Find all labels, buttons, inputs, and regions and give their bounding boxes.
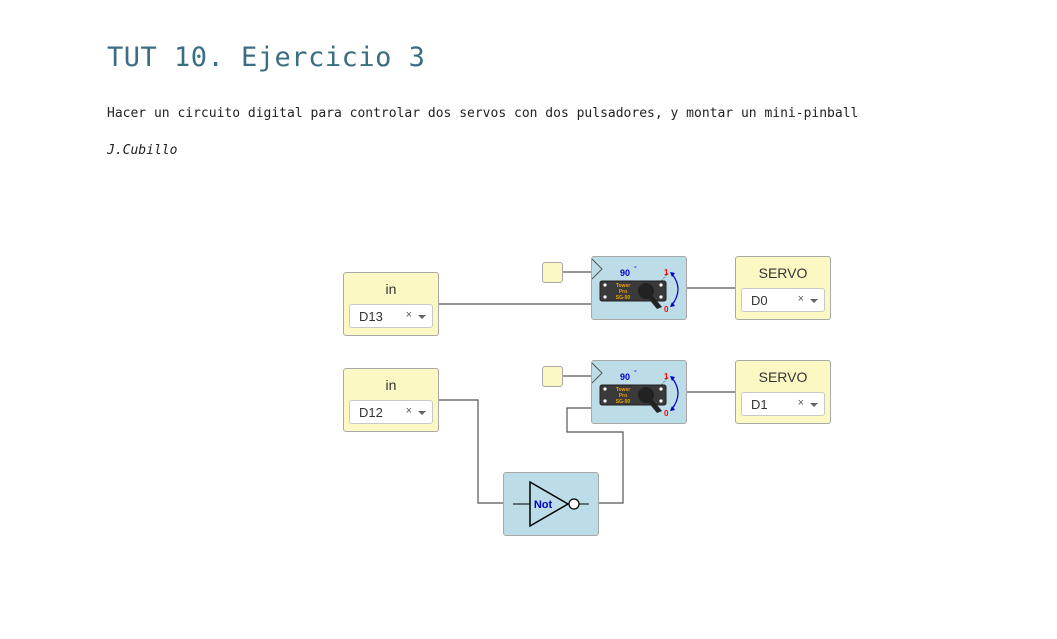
clear-icon[interactable]: × <box>797 397 804 409</box>
chevron-down-icon[interactable] <box>418 411 426 415</box>
connector-square-2[interactable] <box>542 366 563 387</box>
pin-select-value: D12 <box>359 405 383 420</box>
input-block-d13[interactable]: in D13 × <box>343 272 439 336</box>
brand-line-1: Tower <box>616 283 630 289</box>
not-gate-icon: Not <box>513 480 589 528</box>
servo-logic-block-2[interactable]: 90 ° 1 0 Tower Pro SG-90 <box>591 360 687 424</box>
pin-select-value: D1 <box>751 397 768 412</box>
clear-icon[interactable]: × <box>405 405 412 417</box>
brand-line-2: Pro <box>619 289 627 295</box>
pin-select-value: D13 <box>359 309 383 324</box>
clear-icon[interactable]: × <box>405 309 412 321</box>
pin-select-d1[interactable]: D1 × <box>741 392 825 416</box>
servo-icon: 90 ° 1 0 Tower Pro SG-90 <box>592 362 679 418</box>
servo-output-label: SERVO <box>758 369 808 385</box>
connector-square-1[interactable] <box>542 262 563 283</box>
not-gate-label: Not <box>534 499 553 511</box>
wire-d12-to-not <box>438 399 512 504</box>
brand-line-3: SG-90 <box>616 399 631 405</box>
pin-select-d13[interactable]: D13 × <box>349 304 433 328</box>
servo-icon: 90 ° 1 0 Tower Pro SG-90 <box>592 258 679 314</box>
chevron-down-icon[interactable] <box>810 403 818 407</box>
high-label: 1 <box>664 372 669 381</box>
low-label: 0 <box>664 305 669 314</box>
pin-select-value: D0 <box>751 293 768 308</box>
input-label: in <box>385 281 397 297</box>
brand-line-1: Tower <box>616 387 630 393</box>
servo-output-block-d1[interactable]: SERVO D1 × <box>735 360 831 424</box>
brand-line-3: SG-90 <box>616 295 631 301</box>
servo-angle-label: 90 <box>620 268 630 278</box>
page-title: TUT 10. Ejercicio 3 <box>107 42 426 73</box>
wire-not-to-servo2 <box>566 407 624 504</box>
servo-output-block-d0[interactable]: SERVO D0 × <box>735 256 831 320</box>
servo-angle-label: 90 <box>620 372 630 382</box>
input-label: in <box>385 377 397 393</box>
input-block-d12[interactable]: in D12 × <box>343 368 439 432</box>
not-gate-block[interactable]: Not <box>503 472 599 536</box>
servo-output-label: SERVO <box>758 265 808 281</box>
chevron-down-icon[interactable] <box>810 299 818 303</box>
chevron-down-icon[interactable] <box>418 315 426 319</box>
page-author: J.Cubillo <box>107 143 178 158</box>
degree-symbol: ° <box>634 369 637 377</box>
degree-symbol: ° <box>634 265 637 273</box>
low-label: 0 <box>664 409 669 418</box>
clear-icon[interactable]: × <box>797 293 804 305</box>
pin-select-d12[interactable]: D12 × <box>349 400 433 424</box>
page-description: Hacer un circuito digital para controlar… <box>107 106 859 121</box>
servo-logic-block-1[interactable]: 90 ° 1 0 Tower Pro SG-90 <box>591 256 687 320</box>
pin-select-d0[interactable]: D0 × <box>741 288 825 312</box>
high-label: 1 <box>664 268 669 277</box>
brand-line-2: Pro <box>619 393 627 399</box>
